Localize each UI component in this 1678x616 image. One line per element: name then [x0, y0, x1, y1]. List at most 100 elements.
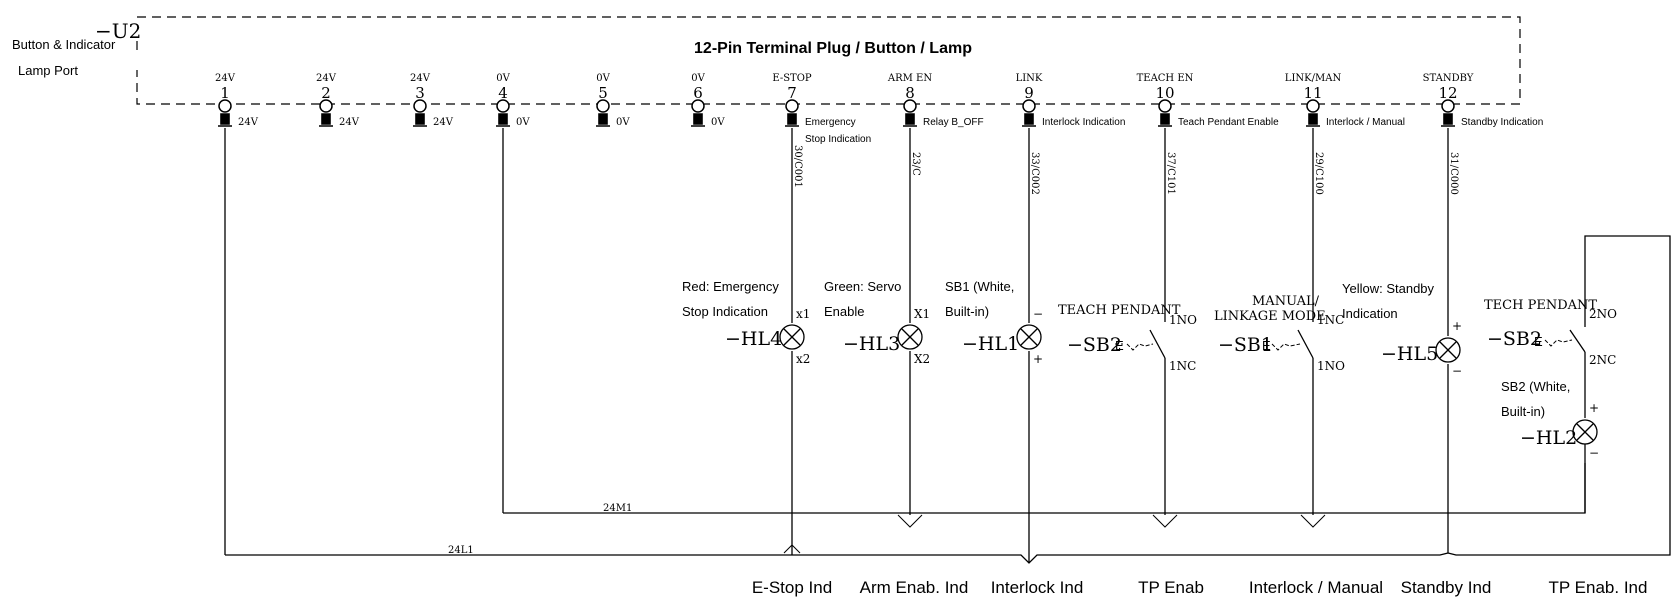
- output-interlock-ind: Interlock Ind: [991, 578, 1084, 597]
- output-standby-ind: Standby Ind: [1401, 578, 1492, 597]
- pin-3-number: 3: [415, 84, 425, 102]
- pin-10-signal-label: TEACH EN: [1137, 73, 1194, 84]
- net-label-0v: 24M1: [603, 503, 632, 514]
- pin-9-plug: [1022, 113, 1036, 127]
- hl1-desc-1: SB1 (White,: [945, 279, 1014, 294]
- pin-7-side-label-2: Stop Indication: [805, 134, 871, 145]
- output-estop-ind: E-Stop Ind: [752, 578, 832, 597]
- pin-6-signal-label: 0V: [691, 73, 705, 84]
- pin-7-plug: [785, 113, 799, 127]
- hl2-terminal-1: +: [1589, 401, 1599, 415]
- pin-9-description: Interlock Indication: [1042, 117, 1125, 128]
- device-name-line2: Lamp Port: [18, 63, 78, 78]
- hl2-tag: −HL2: [1520, 427, 1577, 449]
- bus-24v-return: [1447, 235, 1671, 556]
- pin-12-socket: [1441, 99, 1455, 113]
- pin-7-number: 7: [787, 84, 797, 102]
- hl3-tag: −HL3: [843, 333, 900, 355]
- bus-24v-extension: [792, 552, 1449, 564]
- sb2-actuator-label: E: [1115, 338, 1124, 353]
- wire-label-11: 29/C100: [1313, 152, 1324, 195]
- pin-10-number: 10: [1155, 84, 1174, 102]
- pin-8-number: 8: [905, 84, 915, 102]
- pin-7-socket: [785, 99, 799, 113]
- pin-3-socket: [413, 99, 427, 113]
- hl3-desc-1: Green: Servo: [824, 279, 901, 294]
- pin-10-plug: [1158, 113, 1172, 127]
- pin-12-description: Standby Indication: [1461, 117, 1543, 128]
- sb1-actuator-label: E: [1262, 338, 1271, 353]
- pin-11-plug: [1306, 113, 1320, 127]
- bus-tap-10: [1152, 514, 1178, 528]
- pin-4-number: 4: [498, 84, 508, 102]
- hl3-terminal-2: X2: [914, 352, 930, 366]
- pin-6-number: 6: [693, 84, 703, 102]
- pin-1-plug: [218, 113, 232, 127]
- hl5-tag: −HL5: [1381, 343, 1438, 365]
- pin-8-socket: [903, 99, 917, 113]
- lamp-hl5: [1435, 337, 1461, 363]
- pin-2-socket: [319, 99, 333, 113]
- hl5-desc-1: Yellow: Standby: [1342, 281, 1435, 296]
- pin-5-description: 0V: [616, 117, 630, 128]
- device-title: 12-Pin Terminal Plug / Button / Lamp: [694, 40, 972, 57]
- net-label-24v: 24L1: [448, 545, 474, 556]
- lamp-hl3: [897, 324, 923, 350]
- hl5-desc-2: Indication: [1342, 306, 1398, 321]
- sb1-terminal-nc: 1NC: [1317, 313, 1344, 327]
- pin-1-description: 24V: [238, 117, 259, 128]
- pin-1-number: 1: [220, 84, 230, 102]
- hl4-tag: −HL4: [725, 328, 782, 350]
- pin-12-plug: [1441, 113, 1455, 127]
- hl3-desc-2: Enable: [824, 304, 864, 319]
- pin-12-number: 12: [1438, 84, 1457, 102]
- pin-9-socket: [1022, 99, 1036, 113]
- pin-8-description: Relay B_OFF: [923, 117, 984, 128]
- pin-4-signal-label: 0V: [496, 73, 510, 84]
- sb1-desc-1: MANUAL/: [1252, 294, 1320, 309]
- pin-1-socket: [218, 99, 232, 113]
- pin-12-signal-label: STANDBY: [1423, 73, 1474, 84]
- pin-9-number: 9: [1024, 84, 1034, 102]
- switch-sb2-teach: [1115, 318, 1166, 359]
- pin-3-signal-label: 24V: [410, 73, 431, 84]
- pin-6-socket: [691, 99, 705, 113]
- sb2-desc: TEACH PENDANT: [1058, 303, 1181, 318]
- hl1-desc-2: Built-in): [945, 304, 989, 319]
- pin-5-socket: [596, 99, 610, 113]
- lamp-hl4: [779, 324, 805, 350]
- pin-11-socket: [1306, 99, 1320, 113]
- pin-7-description: Emergency: [805, 117, 856, 128]
- hl2-desc-1: SB2 (White,: [1501, 379, 1570, 394]
- sb2b-tag: −SB2: [1487, 328, 1542, 350]
- pin-9-signal-label: LINK: [1016, 73, 1043, 84]
- sb2b-actuator-label: E: [1534, 334, 1543, 349]
- pin-11-description: Interlock / Manual: [1326, 117, 1405, 128]
- pin-5-number: 5: [598, 84, 608, 102]
- switch-sb1: [1271, 318, 1314, 359]
- lamp-hl1: [1016, 324, 1042, 350]
- pin-11-number: 11: [1303, 84, 1322, 102]
- hl5-terminal-2: −: [1452, 364, 1462, 378]
- output-tp-enab: TP Enab: [1138, 578, 1204, 597]
- sb1-desc-2: LINKAGE MODE: [1214, 309, 1326, 324]
- output-arm-enab-ind: Arm Enab. Ind: [860, 578, 969, 597]
- bus-tap-7: [783, 544, 801, 554]
- pin-8-plug: [903, 113, 917, 127]
- wire-label-10: 37/C101: [1165, 152, 1176, 195]
- sb2-tag: −SB2: [1067, 334, 1122, 356]
- lamp-hl2: [1572, 419, 1598, 513]
- terminal-pins: 24V124V24V224V24V324V0V40V0V50V0V60VE-ST…: [215, 73, 1543, 128]
- pin-6-plug: [691, 113, 705, 127]
- sb1-tag: −SB1: [1218, 334, 1273, 356]
- hl1-terminal-2: +: [1033, 352, 1043, 366]
- hl4-terminal-2: x2: [796, 352, 810, 366]
- bus-tap-8: [897, 514, 923, 528]
